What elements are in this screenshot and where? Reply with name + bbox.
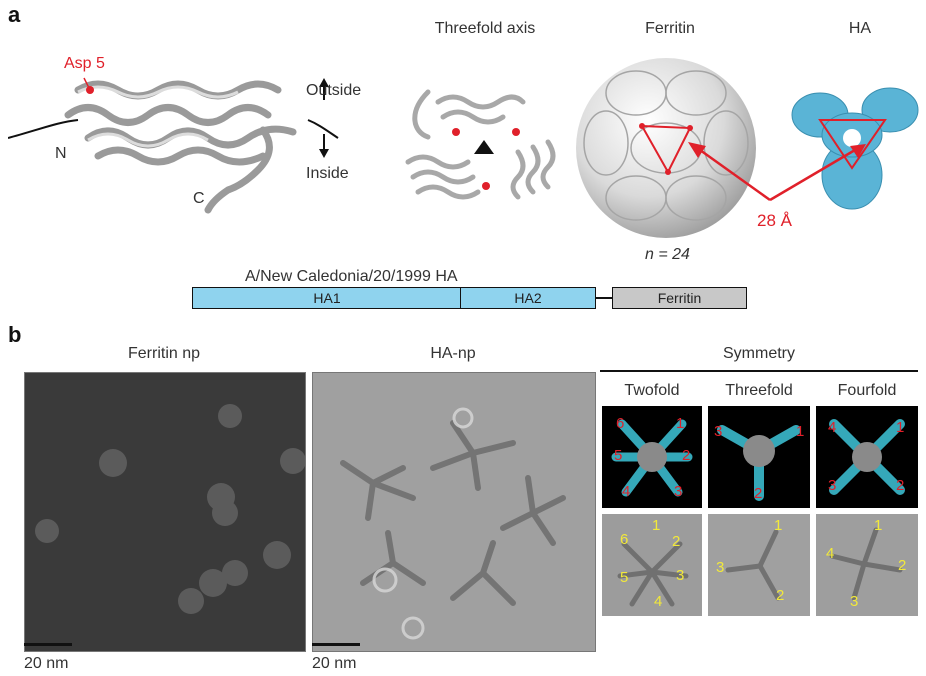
- fourfold-model-num-1: 1: [896, 419, 905, 436]
- ferritin-monomer-ribbon: [8, 77, 339, 214]
- threefold-header: Threefold: [725, 382, 793, 399]
- n-terminus-label: N: [55, 145, 67, 162]
- asp5-label: Asp 5: [64, 55, 105, 72]
- fourfold-em-num-4: 4: [826, 545, 835, 562]
- threefold-axis-ribbon: [405, 89, 556, 200]
- fourfold-model: 1 2 3 4: [816, 406, 918, 508]
- linker: [596, 297, 614, 299]
- fourfold-model-num-4: 4: [828, 419, 837, 436]
- twofold-model-num-6: 6: [616, 415, 625, 432]
- ferritin-cage-surface: [576, 58, 756, 238]
- panel-b-label: b: [8, 322, 22, 347]
- threefold-em-num-2: 2: [776, 587, 785, 604]
- scale-bar-left: [24, 643, 72, 646]
- c-terminus-label: C: [193, 190, 205, 207]
- outside-label: Outside: [306, 82, 362, 99]
- twofold-em-num-6: 6: [620, 531, 629, 548]
- twofold-model-num-1: 1: [676, 415, 685, 432]
- twofold-model-num-2: 2: [682, 447, 691, 464]
- twofold-em-num-3: 3: [676, 567, 685, 584]
- scale-bar-left-label: 20 nm: [24, 655, 69, 672]
- inside-label: Inside: [306, 165, 349, 182]
- twofold-header: Twofold: [624, 382, 680, 399]
- twofold-model-num-4: 4: [622, 483, 631, 500]
- symmetry-rule: [600, 370, 918, 372]
- ferritin-segment: Ferritin: [612, 287, 747, 309]
- subunit-count-label: n = 24: [645, 246, 690, 263]
- ha-np-title: HA-np: [430, 345, 476, 362]
- fourfold-em-num-3: 3: [850, 593, 859, 610]
- threefold-em-num-3: 3: [716, 559, 725, 576]
- distance-arrow: [688, 142, 866, 202]
- ferritin-np-micrograph: [24, 372, 306, 652]
- threefold-model-num-1: 1: [796, 423, 805, 440]
- scale-bar-right-label: 20 nm: [312, 655, 357, 672]
- symmetry-title: Symmetry: [723, 345, 795, 362]
- threefold-axis-title: Threefold axis: [434, 20, 536, 37]
- fourfold-em-num-1: 1: [874, 517, 883, 534]
- twofold-model-num-5: 5: [614, 447, 623, 464]
- twofold-em-crop: 1 2 3 4 5 6: [602, 514, 702, 616]
- threefold-model: 1 2 3: [708, 406, 810, 508]
- twofold-em-num-5: 5: [620, 569, 629, 586]
- construct-bar: HA1 HA2 Ferritin: [192, 287, 747, 309]
- distance-label: 28 Å: [757, 211, 792, 230]
- ha-np-micrograph: [312, 372, 596, 652]
- ha-trimer-surface: [791, 87, 919, 210]
- threefold-em-crop: 1 2 3: [708, 514, 810, 616]
- threefold-model-num-2: 2: [754, 485, 763, 502]
- twofold-em-num-4: 4: [654, 593, 663, 610]
- fourfold-model-num-2: 2: [896, 477, 905, 494]
- ha2-segment: HA2: [460, 287, 596, 309]
- fourfold-model-num-3: 3: [828, 477, 837, 494]
- scale-bar-right: [312, 643, 360, 646]
- ha1-segment: HA1: [192, 287, 462, 309]
- ha-title: HA: [848, 20, 872, 37]
- threefold-em-num-1: 1: [774, 517, 783, 534]
- construct-title: A/New Caledonia/20/1999 HA: [245, 268, 458, 285]
- twofold-model: 1 2 3 4 5 6: [602, 406, 702, 508]
- twofold-em-num-2: 2: [672, 533, 681, 550]
- fourfold-em-crop: 1 2 3 4: [816, 514, 918, 616]
- twofold-em-num-1: 1: [652, 517, 661, 534]
- fourfold-header: Fourfold: [837, 382, 897, 399]
- ferritin-np-title: Ferritin np: [127, 345, 201, 362]
- threefold-model-num-3: 3: [714, 423, 723, 440]
- twofold-model-num-3: 3: [674, 483, 683, 500]
- fourfold-em-num-2: 2: [898, 557, 907, 574]
- ferritin-title: Ferritin: [645, 20, 695, 37]
- panel-a-label: a: [8, 2, 21, 27]
